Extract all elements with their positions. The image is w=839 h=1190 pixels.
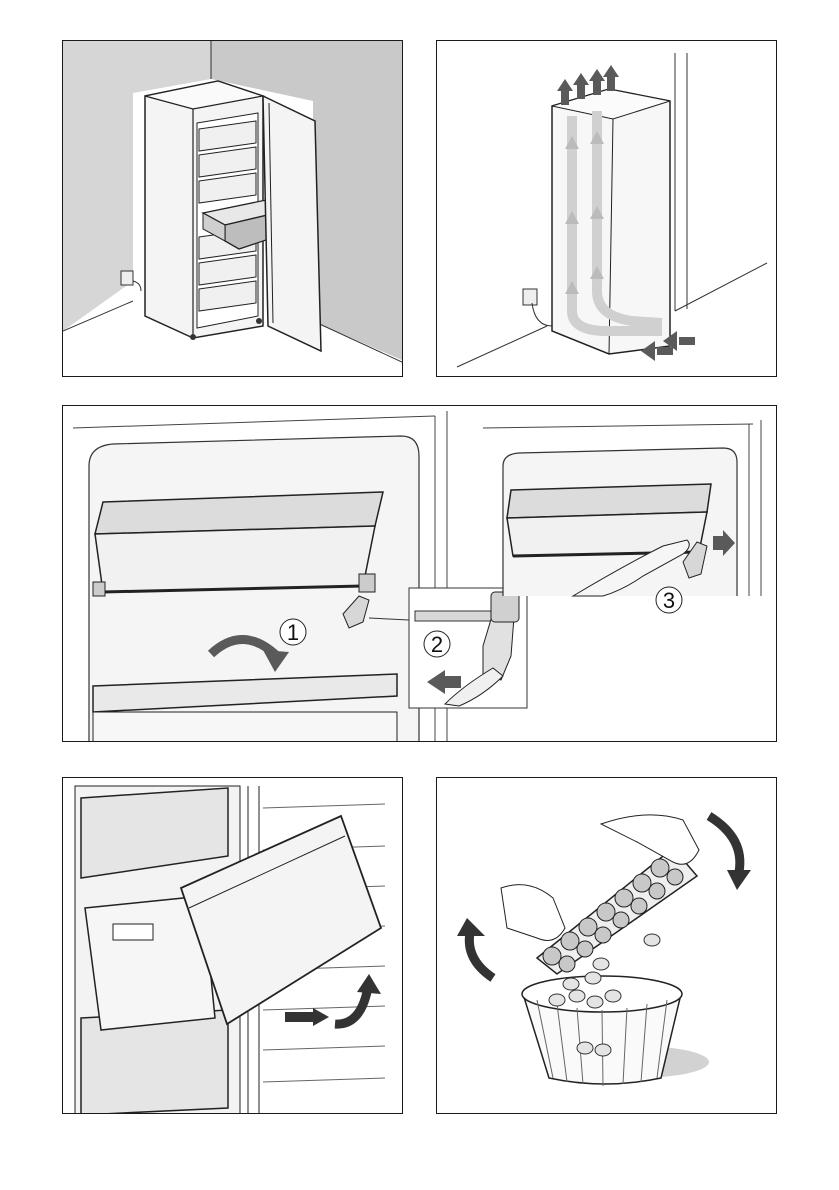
wall-socket-icon [523, 289, 537, 305]
illustration-drawer-removal [62, 777, 403, 1114]
step-number-3: 3 [663, 588, 675, 613]
freezer-open-drawing [63, 41, 403, 377]
step-number-1: 1 [287, 620, 299, 645]
left-hand [501, 885, 565, 941]
shelf-removal-drawing: 1 2 3 [63, 406, 777, 742]
pull-out-arrow-icon [285, 1012, 313, 1022]
twist-down-arrow-icon [709, 816, 740, 872]
illustration-shelf-removal-steps: 1 2 3 [62, 405, 777, 742]
freezer-door [263, 96, 321, 351]
drawer-grip [113, 924, 153, 940]
pull-right-arrow-icon [713, 536, 723, 550]
right-hand [601, 815, 699, 864]
ventilation-drawing [437, 41, 777, 377]
illustration-ventilation-airflow [436, 40, 777, 377]
step-number-2: 2 [431, 632, 443, 657]
pull-left-arrow-icon [445, 676, 461, 688]
illustration-ice-tray-emptying [436, 777, 777, 1114]
ice-tray-drawing [437, 778, 777, 1114]
wall-socket-icon [121, 271, 133, 285]
illustration-freezer-open-door [62, 40, 403, 377]
drawer-removal-drawing [63, 778, 403, 1114]
lift-up-arrow-icon [335, 992, 367, 1024]
